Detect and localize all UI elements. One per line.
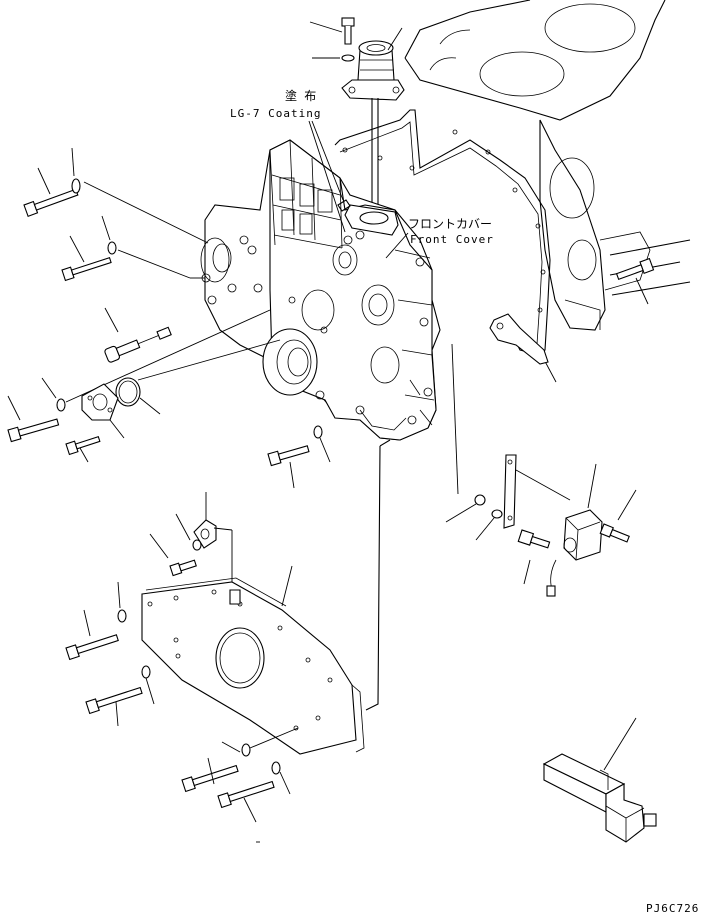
o-ring: [115, 339, 281, 415]
engine-block: [404, 0, 691, 331]
front-cover-label-en: Front Cover: [410, 233, 494, 246]
bracket-assembly: [445, 343, 637, 597]
drawing-code: PJ6C726: [646, 902, 699, 915]
cover-bracket: [489, 313, 549, 365]
coating-label: 塗 布 LG-7 Coating: [230, 88, 346, 233]
bolt-set-left-2: [61, 215, 205, 282]
small-bracket: [149, 492, 233, 586]
front-cover-label: フロントカバー Front Cover: [385, 217, 494, 259]
front-cover-label-jp: フロントカバー: [408, 217, 492, 231]
bolt-set-left-1: [23, 147, 209, 244]
coating-label-jp: 塗 布: [285, 88, 316, 103]
installation-tool: [542, 717, 657, 843]
flange-adapter: [65, 383, 125, 463]
front-cover: [200, 139, 441, 441]
coating-label-en: LG-7 Coating: [230, 107, 321, 120]
breather-cap: [309, 17, 405, 210]
rear-plate: [141, 439, 391, 755]
bolt-center: [267, 425, 331, 489]
sensor: [104, 307, 172, 363]
bolt-engine-side: [615, 257, 655, 305]
plate-bolts: [65, 581, 299, 843]
